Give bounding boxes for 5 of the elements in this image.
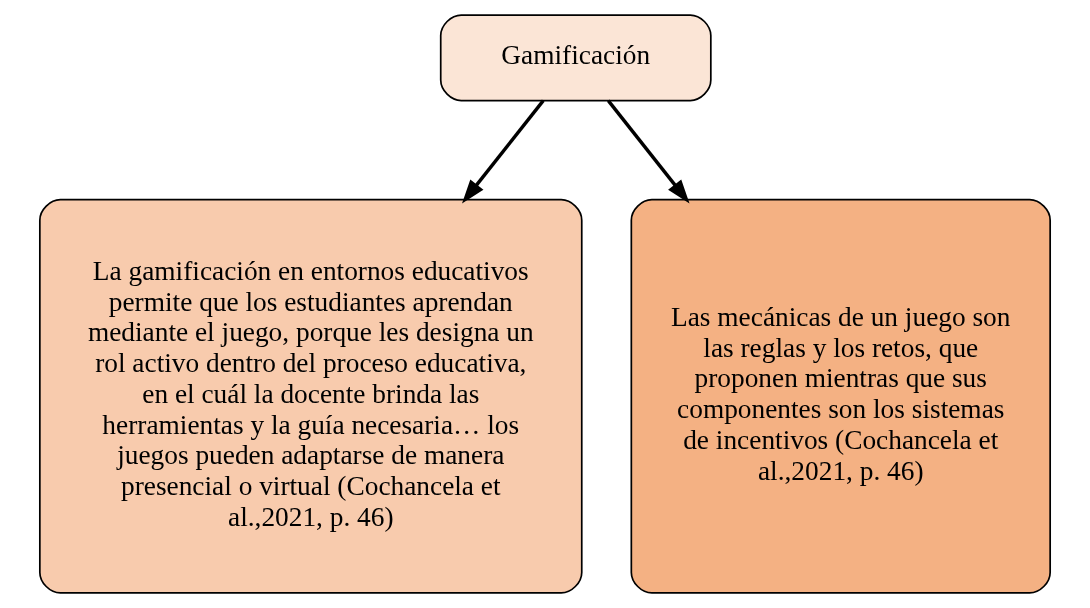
arrow [462,99,545,204]
arrow [606,99,690,204]
node-box: Gamificación [439,14,712,102]
node-box: Las mecánicas de un juego son las reglas y los retos, que proponen mientras que sus componentes son los sistemas de incentivos (Cochancela et al.,2021, p. 46) [630,198,1051,594]
node-box: La gamificación en entornos educativos permite que los estudiantes aprendan mediante el juego, porque les designa un rol activo dentro del proceso educativa, en el cuál la docente brinda las herramientas y la guía necesaria… los juegos pueden adaptarse de manera presencial o virtual (Cochancela et al.,2021, p. 46) [39,198,583,594]
